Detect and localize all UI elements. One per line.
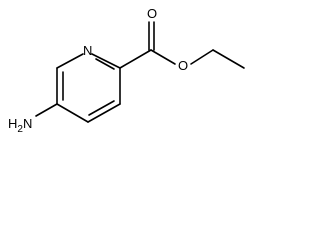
carbonyl-oxygen-label: O <box>147 6 157 21</box>
chemical-structure-figure: N O O H2N <box>0 0 269 140</box>
bond-ester-o-ch2 <box>190 49 214 65</box>
bond-ch2-ch3 <box>212 49 245 69</box>
bond-carbonyl-ester-o <box>150 49 176 65</box>
amine-label-subscript: 2 <box>17 124 23 135</box>
bond-c2-carbonyl <box>119 49 152 69</box>
amine-label: H2N <box>8 116 32 135</box>
bond-c6-n1 <box>56 53 84 69</box>
bond-n1-c2 <box>91 53 121 69</box>
skeletal-formula: N O O H2N <box>8 6 245 135</box>
ester-oxygen-label: O <box>178 58 188 73</box>
amine-label-n: N <box>23 116 32 131</box>
bond-c4-c5 <box>56 103 89 123</box>
pyridine-ring <box>56 53 121 123</box>
bond-n1-c2-inner <box>95 58 115 70</box>
bond-c5-amine <box>35 103 58 117</box>
amine-label-h: H <box>8 116 17 131</box>
bond-c3-c4 <box>87 103 121 123</box>
ring-nitrogen-label: N <box>83 43 92 58</box>
bond-c3-c4-inner <box>88 100 115 116</box>
ethyl-ester-group <box>119 21 245 69</box>
